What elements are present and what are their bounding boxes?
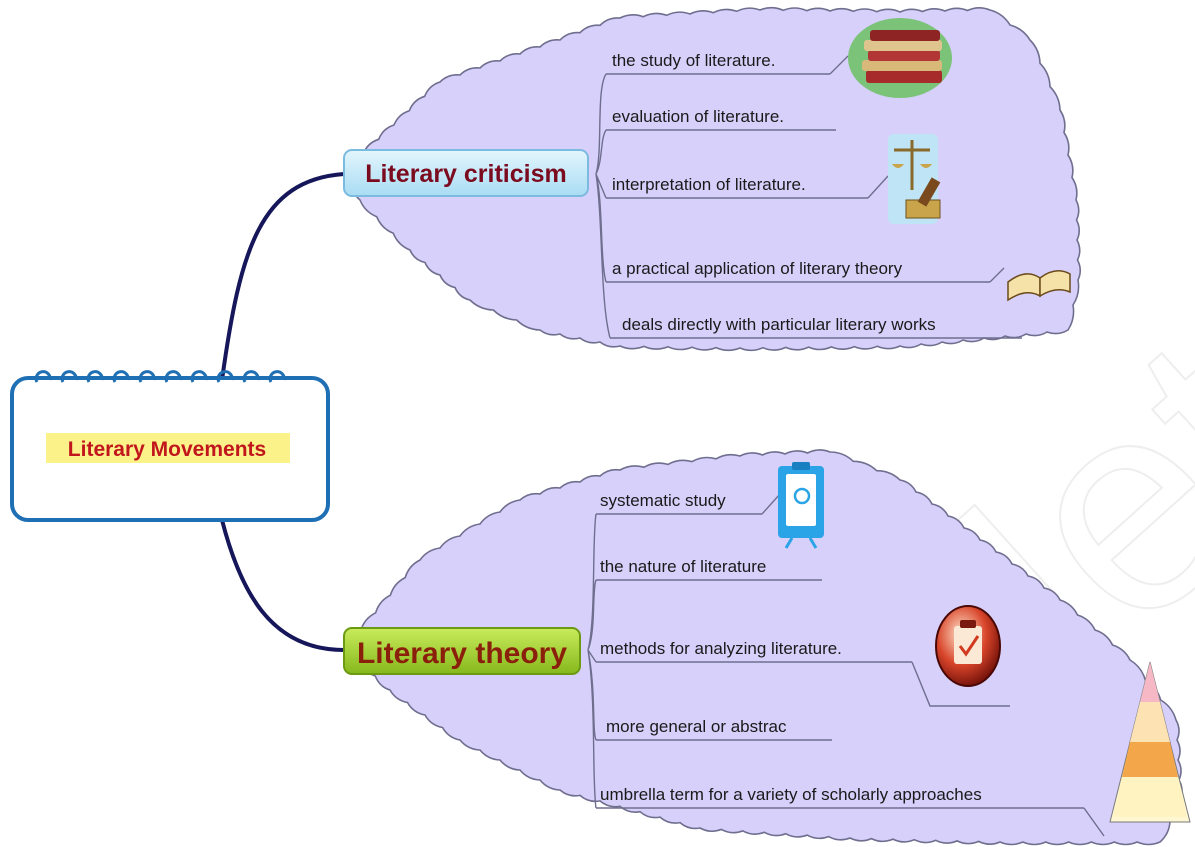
- item-label: umbrella term for a variety of scholarly…: [600, 785, 982, 804]
- theory-cloud: [345, 449, 1183, 846]
- central-node[interactable]: Literary Movements: [10, 370, 330, 522]
- branch-label-criticism: Literary criticism: [365, 160, 567, 188]
- criticism-items: the study of literature. evaluation of l…: [595, 51, 1022, 339]
- binding-ring: [112, 370, 130, 383]
- branch-literary-criticism[interactable]: Literary criticism: [343, 149, 589, 197]
- binding-ring: [86, 370, 104, 383]
- binding-ring: [164, 370, 182, 383]
- open-book-icon: [1007, 270, 1071, 302]
- connector-theory: [220, 518, 346, 652]
- connector-criticism: [220, 172, 346, 382]
- binding-ring: [190, 370, 208, 383]
- list-item[interactable]: systematic study: [596, 491, 762, 515]
- theory-items: systematic study the nature of literatur…: [587, 491, 1105, 837]
- item-label: the study of literature.: [612, 51, 775, 70]
- list-item[interactable]: evaluation of literature.: [606, 107, 836, 131]
- binding-ring: [34, 370, 52, 383]
- binding-ring: [138, 370, 156, 383]
- list-item[interactable]: more general or abstrac: [596, 717, 832, 741]
- books-icon: [848, 18, 952, 98]
- central-label: Literary Movements: [68, 438, 266, 461]
- list-item[interactable]: the study of literature.: [606, 51, 830, 75]
- binding-ring: [268, 370, 286, 383]
- item-label: interpretation of literature.: [612, 175, 806, 194]
- clipboard-check-icon: [935, 605, 1001, 687]
- binding-ring: [242, 370, 260, 383]
- item-label: deals directly with particular literary …: [622, 315, 936, 334]
- binding-ring: [216, 370, 234, 383]
- scales-of-justice-icon: [888, 134, 941, 224]
- pyramid-icon: [1109, 661, 1191, 823]
- list-item[interactable]: interpretation of literature.: [606, 175, 868, 199]
- item-label: the nature of literature: [600, 557, 766, 576]
- item-label: systematic study: [600, 491, 726, 510]
- list-item[interactable]: a practical application of literary theo…: [606, 259, 990, 283]
- branch-label-theory: Literary theory: [357, 637, 567, 670]
- item-label: a practical application of literary theo…: [612, 259, 903, 278]
- spiral-binding: [34, 370, 286, 383]
- list-item[interactable]: deals directly with particular literary …: [610, 315, 1022, 339]
- item-label: methods for analyzing literature.: [600, 639, 842, 658]
- branch-literary-theory[interactable]: Literary theory: [343, 627, 581, 675]
- document-clip-icon: [778, 462, 824, 549]
- list-item[interactable]: umbrella term for a variety of scholarly…: [596, 785, 1105, 837]
- list-item[interactable]: methods for analyzing literature.: [596, 639, 1010, 707]
- item-label: evaluation of literature.: [612, 107, 784, 126]
- binding-ring: [60, 370, 78, 383]
- central-highlight: [46, 433, 290, 463]
- list-item[interactable]: the nature of literature: [596, 557, 822, 581]
- item-label: more general or abstrac: [606, 717, 787, 736]
